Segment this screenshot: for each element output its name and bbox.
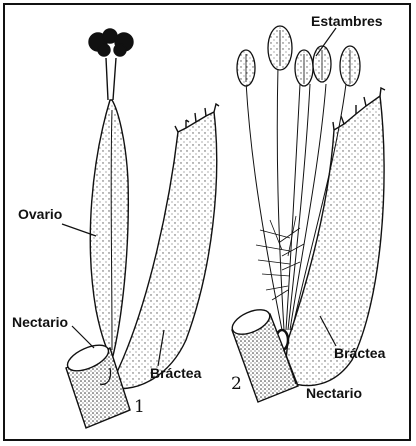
label-estambres: Estambres <box>311 14 383 28</box>
stigma <box>89 29 133 56</box>
anthers <box>237 26 360 86</box>
bract-left <box>112 112 217 389</box>
label-nectario-left: Nectario <box>12 315 68 329</box>
label-bractea-right: Bráctea <box>334 346 385 360</box>
leader-nectario-left <box>72 326 94 348</box>
label-nectario-right: Nectario <box>306 386 362 400</box>
figure-number-right: 2 <box>231 376 242 393</box>
label-ovario: Ovario <box>18 207 62 221</box>
label-bractea-left: Bráctea <box>150 366 201 380</box>
ovary <box>90 100 128 360</box>
figure-number-left: 1 <box>134 399 145 416</box>
